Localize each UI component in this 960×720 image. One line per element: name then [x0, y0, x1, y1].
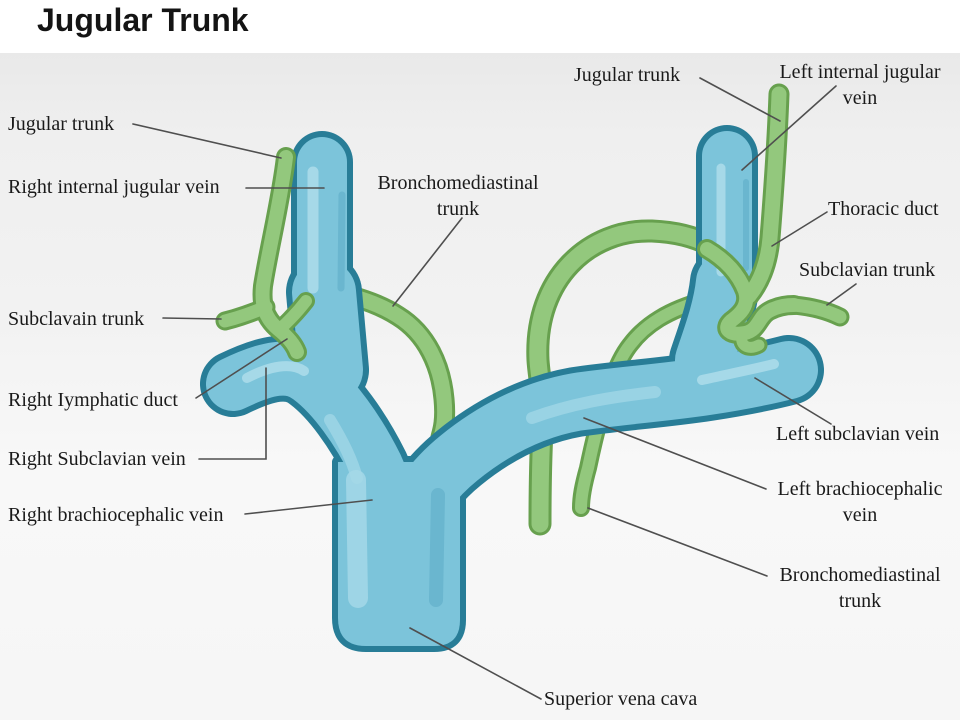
- label-superior-vena-cava: Superior vena cava: [544, 688, 698, 710]
- label-bronchomediastinal-trunk-left: Bronchomediastinal trunk: [377, 172, 539, 220]
- anatomy-diagram: [132, 77, 857, 700]
- label-right-subclavian-vein: Right Subclavian vein: [8, 448, 186, 470]
- vein-shadows: [337, 179, 749, 607]
- thoracic-duct-vessel: [741, 86, 787, 304]
- diagram-area: [0, 53, 960, 720]
- leader-line: [771, 211, 828, 247]
- label-left-subclavian-vein: Left subclavian vein: [776, 423, 940, 445]
- label-right-internal-jugular-vein: Right internal jugular vein: [8, 176, 220, 198]
- label-jugular-trunk-left: Jugular trunk: [8, 113, 115, 135]
- lymph-vessels-front: [218, 86, 847, 359]
- label-subclavain-trunk: Subclavain trunk: [8, 308, 145, 330]
- leader-line: [583, 417, 767, 490]
- label-jugular-trunk-top: Jugular trunk: [574, 64, 681, 86]
- jugular-trunk-left-vessel: [255, 150, 304, 359]
- leader-line: [409, 627, 542, 700]
- thoracic-duct-arch-vessel: [529, 222, 749, 533]
- leader-line: [741, 85, 837, 171]
- leader-line: [198, 367, 267, 460]
- label-right-brachiocephalic-vein: Right brachiocephalic vein: [8, 504, 224, 526]
- subclavain-trunk-vessel: [218, 300, 273, 328]
- leader-line: [392, 217, 463, 307]
- subclavian-trunk-right-vessel: [787, 298, 847, 324]
- leader-line: [699, 77, 781, 122]
- title-band: Jugular Trunk: [0, 0, 960, 53]
- leader-line: [162, 317, 222, 320]
- leader-line: [244, 499, 373, 515]
- label-bronchomediastinal-trunk-right: Bronchomediastinal trunk: [779, 564, 941, 612]
- label-thoracic-duct: Thoracic duct: [828, 198, 939, 220]
- page-title: Jugular Trunk: [37, 2, 249, 38]
- label-subclavian-trunk-right: Subclavian trunk: [799, 259, 936, 281]
- label-left-internal-jugular-vein: Left internal jugular vein: [779, 61, 941, 109]
- leader-line: [826, 283, 857, 306]
- leader-line: [195, 338, 288, 399]
- leader-line: [754, 377, 832, 425]
- vein-highlights: [242, 163, 779, 608]
- label-right-lymphatic-duct: Right Iymphatic duct: [8, 389, 178, 411]
- leader-lines: [132, 77, 857, 700]
- leader-line: [587, 507, 768, 577]
- label-left-brachiocephalic-vein: Left brachiocephalic vein: [777, 478, 943, 526]
- leader-line: [132, 123, 282, 159]
